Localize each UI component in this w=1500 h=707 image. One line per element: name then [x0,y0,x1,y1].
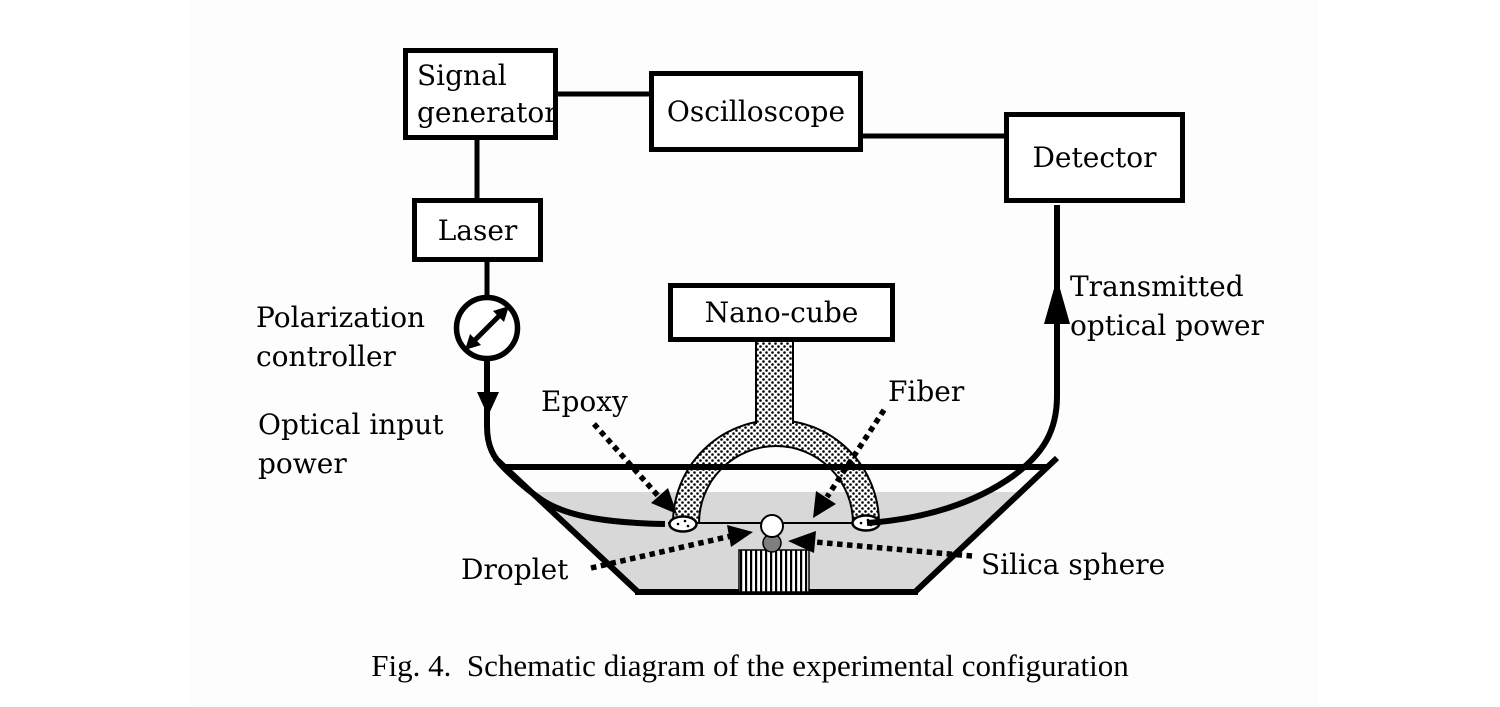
epoxy-blob-left [668,515,698,533]
droplet-shape [760,514,784,538]
oscilloscope-box: Oscilloscope [649,71,863,152]
input-fiber-curve [484,352,666,527]
support-block [738,549,810,593]
polarization-state-icon [453,294,521,362]
nano-cube-stem-outline [755,342,794,424]
detector-label: Detector [1032,141,1157,174]
droplet-label: Droplet [461,553,569,586]
oscilloscope-label: Oscilloscope [666,95,846,128]
detector-box: Detector [1004,112,1185,203]
signal-generator-box: Signal generator [403,48,558,140]
dish-outline [492,455,1060,595]
signal-generator-label-line1: Signal [417,59,507,92]
output-arrow-icon [1044,278,1070,324]
polarization-controller-label: Polarization controller [256,301,426,373]
fiber-label: Fiber [888,375,965,408]
nano-cube-label: Nano-cube [704,296,859,329]
input-arrow-icon [477,392,499,416]
epoxy-label: Epoxy [541,385,628,418]
laser-label: Laser [437,213,518,247]
droplet-pointer-arrow [590,525,753,571]
epoxy-pointer-arrow [591,422,677,514]
silica-sphere-pointer-arrow [788,531,973,559]
nano-cube-stem [756,342,793,434]
silica-sphere-label: Silica sphere [981,548,1166,581]
optical-input-power-label: Optical input power [258,408,444,480]
output-fiber-curve [866,205,1060,526]
figure-caption: Fig. 4. Schematic diagram of the experim… [371,648,1129,683]
fiber-pointer-arrow [813,408,887,518]
nano-cube-box: Nano-cube [668,283,895,342]
transmitted-optical-power-label: Transmitted optical power [1070,270,1264,342]
signal-generator-label-line2: generator [417,96,558,129]
laser-box: Laser [412,198,543,262]
